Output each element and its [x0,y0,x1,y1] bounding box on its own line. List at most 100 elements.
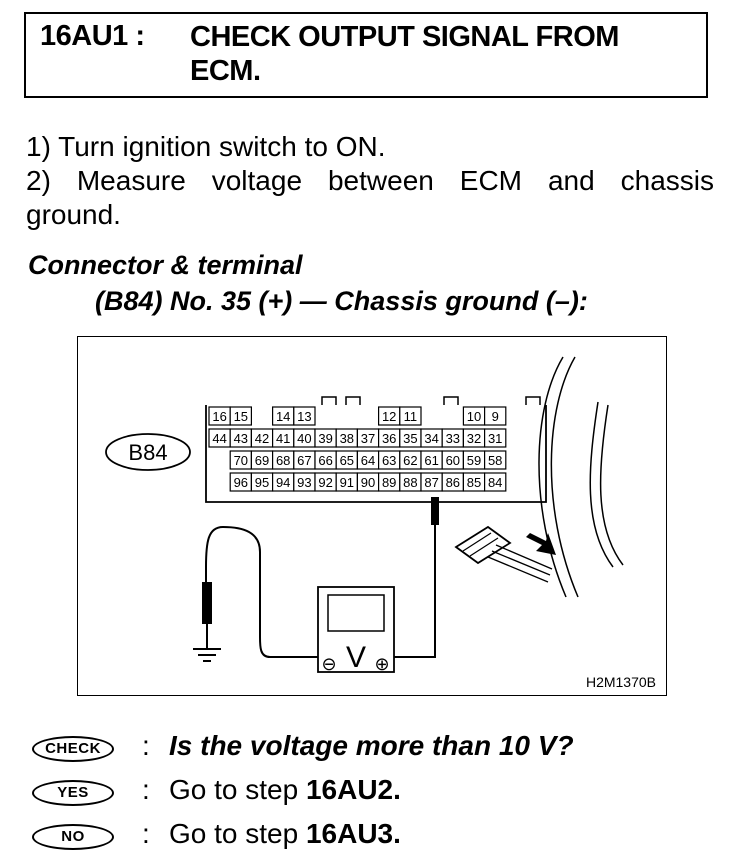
terminal-cell [229,406,252,426]
insert-arrow-icon [526,533,556,555]
voltmeter-display [327,594,385,632]
terminal-cell [484,472,507,492]
instruction-2-cont: ground. [26,199,121,230]
lead-negative [205,525,318,658]
terminal-label: 86 [446,475,460,490]
terminal-label: 35 [403,431,417,446]
terminal-label: 89 [382,475,396,490]
terminal-label: 87 [424,475,438,490]
connector-section-label: Connector & terminal [28,250,303,280]
colon: : [142,818,150,849]
colon: : [142,730,150,761]
terminal-label: 43 [234,431,248,446]
instruction-2: 2) Measure voltage between ECM and chass… [26,165,714,196]
terminal-label: 11 [404,409,418,424]
terminal-label: 85 [467,475,481,490]
lock-tab [443,396,459,405]
terminal-label: 31 [488,431,502,446]
instructions: 1) Turn ignition switch to ON. 2) Measur… [26,130,714,232]
check-question: Is the voltage more than 10 V? [169,730,574,761]
terminal-label: 15 [234,409,248,424]
terminal-cell [484,406,507,426]
harness-curve [550,356,579,598]
no-badge: NO [32,824,114,850]
terminal-label: 37 [361,431,375,446]
terminal-label: 10 [467,409,481,424]
lead-positive [394,525,436,658]
yes-action: Go to step 16AU2. [169,774,401,806]
lock-tab [525,396,541,405]
step-title-line1: CHECK OUTPUT SIGNAL FROM [190,21,619,53]
terminal-cell [484,450,507,470]
terminal-label: 96 [234,475,248,490]
no-action: Go to step 16AU3. [169,818,401,850]
harness-curve [538,356,567,598]
terminal-label: 13 [297,409,311,424]
terminal-label: 66 [318,453,332,468]
terminal-label: 93 [297,475,311,490]
terminal-label: 32 [467,431,481,446]
step-title-line2: ECM. [190,55,261,87]
terminal-label: 68 [276,453,290,468]
no-step-link: 16AU3. [305,818,401,849]
connector-body [205,405,547,503]
terminal-label: 94 [276,475,290,490]
check-badge: CHECK [32,736,114,762]
plus-terminal: ⊕ [374,654,389,675]
terminal-label: 9 [492,409,499,424]
figure-code: H2M1370B [586,674,656,690]
terminal-label: 69 [255,453,269,468]
terminal-label: 61 [424,453,438,468]
terminal-label: 67 [297,453,311,468]
plug-icon [454,525,553,583]
terminal-label: 33 [446,431,460,446]
terminal-label: 92 [318,475,332,490]
connector-id-label: B84 [128,440,167,465]
terminal-label: 38 [340,431,354,446]
terminal-label: 60 [446,453,460,468]
probe-negative [202,582,212,624]
step-id: 16AU1 : [40,20,145,52]
terminal-label: 84 [488,475,502,490]
terminal-cell [484,428,507,448]
terminal-cell [293,406,316,426]
connector-id-ellipse [105,433,191,471]
terminal-label: 88 [403,475,417,490]
colon: : [142,774,150,805]
terminal-label: 95 [255,475,269,490]
terminal-label: 41 [276,431,290,446]
harness-curve [599,404,624,566]
terminal-label: 58 [488,453,502,468]
goto-prefix: Go to step [169,774,306,805]
step-header: 16AU1 : CHECK OUTPUT SIGNAL FROM ECM. [24,12,708,98]
yes-step-link: 16AU2. [305,774,401,805]
terminal-label: 12 [382,409,396,424]
terminal-label: 40 [297,431,311,446]
harness-curve [589,401,614,568]
terminal-label: 36 [382,431,396,446]
terminal-cell [399,406,422,426]
terminal-label: 39 [318,431,332,446]
terminal-label: 63 [382,453,396,468]
terminal-label: 65 [340,453,354,468]
probe-positive [431,497,439,525]
step-title: CHECK OUTPUT SIGNAL FROM ECM. [190,20,690,88]
instruction-1: 1) Turn ignition switch to ON. [26,131,386,162]
terminal-label: 16 [212,409,226,424]
terminal-label: 64 [361,453,375,468]
lock-tab [321,396,337,405]
minus-terminal: ⊖ [321,654,336,675]
lock-tab [345,396,361,405]
terminal-label: 62 [403,453,417,468]
connector-spec: (B84) No. 35 (+) — Chassis ground (–): [95,286,588,316]
terminal-label: 70 [234,453,248,468]
terminal-label: 14 [276,409,290,424]
terminal-label: 34 [424,431,438,446]
terminal-label: 91 [340,475,354,490]
terminal-label: 90 [361,475,375,490]
yes-badge: YES [32,780,114,806]
goto-prefix: Go to step [169,818,306,849]
